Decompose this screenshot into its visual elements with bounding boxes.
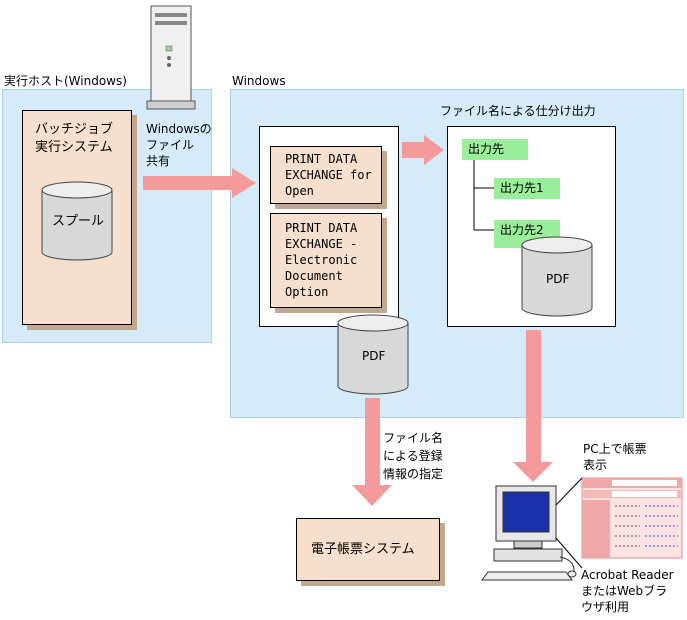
pde-open-label: PRINT DATA EXCHANGE for Open [285, 152, 372, 198]
dest-root: 出力先 [462, 139, 528, 160]
output-title: ファイル名による仕分け出力 [440, 104, 596, 118]
reader-label: Acrobat Reader またはWebブラ ウザ利用 [581, 568, 674, 614]
pc-view-label: PC上で帳票 表示 [583, 442, 647, 472]
ereport-system-label: 電子帳票システム [311, 542, 415, 557]
pde-edo-box: PRINT DATA EXCHANGE - Electronic Documen… [270, 213, 382, 308]
register-info-label: ファイル名 による登録 情報の指定 [383, 431, 444, 481]
file-share-label: Windowsの ファイル 共有 [146, 122, 212, 168]
spool-label: スプール [52, 214, 105, 229]
pde-edo-label: PRINT DATA EXCHANGE - Electronic Documen… [285, 221, 358, 299]
dest-2: 出力先2 [494, 220, 560, 248]
ereport-system: 電子帳票システム [296, 518, 440, 581]
batch-job-system-label: バッチジョブ 実行システム [35, 122, 114, 155]
host-panel-title: 実行ホスト(Windows) [4, 74, 127, 88]
dest-1: 出力先1 [494, 178, 560, 199]
pdf-left-label: PDF [362, 349, 386, 363]
pdf-right-label: PDF [546, 272, 570, 286]
pde-open-box: PRINT DATA EXCHANGE for Open [270, 146, 382, 204]
windows-panel-title: Windows [232, 74, 286, 88]
